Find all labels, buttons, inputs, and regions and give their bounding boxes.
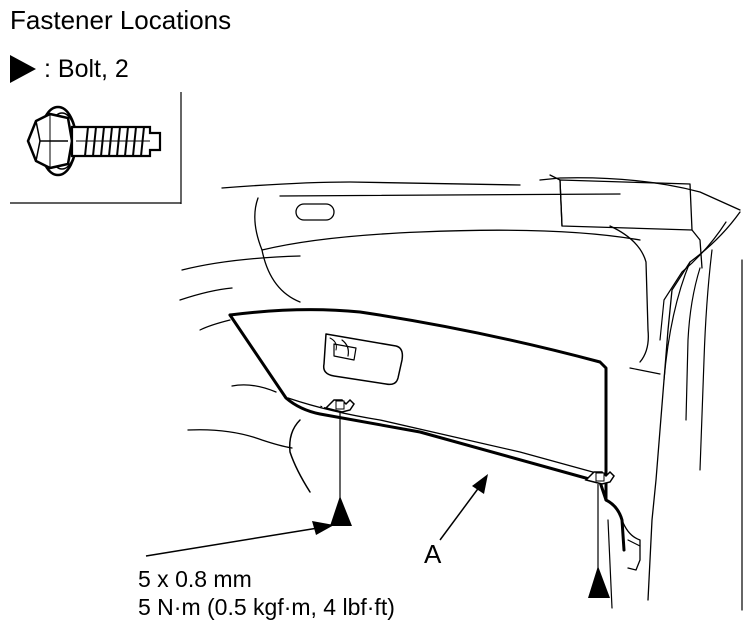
part-a-leader-line xyxy=(439,474,488,541)
bolt-marker-icon xyxy=(588,566,610,598)
page-title: Fastener Locations xyxy=(10,5,232,35)
spec-size-text: 5 x 0.8 mm xyxy=(138,566,252,592)
spec-leader-line xyxy=(145,521,334,557)
legend-text: : Bolt, 2 xyxy=(44,55,129,83)
bolt-location-right xyxy=(584,470,615,598)
spec-torque-text: 5 N·m (0.5 kgf·m, 4 lbf·ft) xyxy=(138,594,395,620)
bolt-illustration-box xyxy=(10,92,182,204)
bolt-marker-icon xyxy=(330,496,352,526)
bolt-location-left xyxy=(319,398,355,526)
flange-bolt-icon xyxy=(10,92,182,204)
triangle-marker-icon xyxy=(10,55,36,83)
fastener-legend: : Bolt, 2 xyxy=(10,52,129,86)
part-a-label: A xyxy=(424,539,442,569)
